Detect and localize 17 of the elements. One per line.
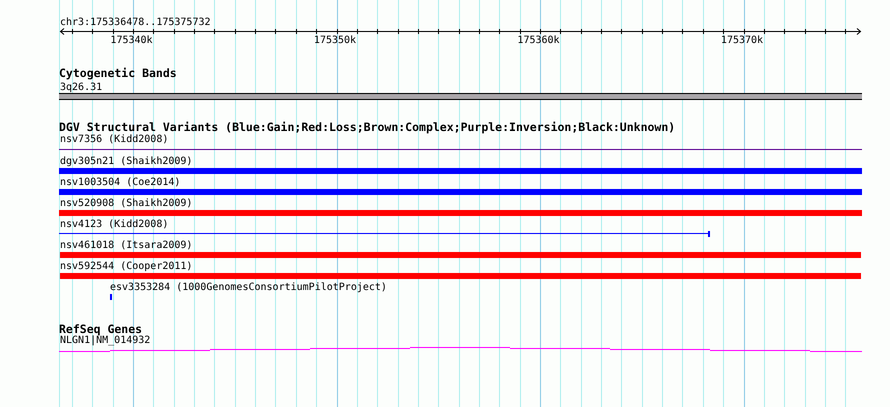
region-title: chr3:175336478..175375732 bbox=[60, 17, 211, 28]
structural-variant: esv3353284 (1000GenomesConsortiumPilotProject) bbox=[110, 282, 387, 300]
track-title: RefSeq Genes bbox=[59, 323, 142, 336]
structural-variant: nsv520908 (Shaikh2009) bbox=[59, 198, 862, 216]
track-title: DGV Structural Variants (Blue:Gain;Red:Loss;Brown:Complex;Purple:Inversion;Black:Unknown) bbox=[59, 121, 676, 134]
structural-variant: dgv305n21 (Shaikh2009) bbox=[59, 156, 862, 174]
structural-variant: nsv1003504 (Coe2014) bbox=[59, 177, 862, 195]
gene-model: NLGN1|NM_014932 bbox=[59, 335, 862, 352]
tick-label: 175340k bbox=[110, 35, 153, 46]
structural-variant: nsv461018 (Itsara2009) bbox=[59, 240, 862, 258]
tick-label: 175370k bbox=[720, 35, 764, 46]
tick-label: 175360k bbox=[517, 35, 560, 46]
tick-label: 175350k bbox=[314, 35, 356, 46]
structural-variant: nsv4123 (Kidd2008) bbox=[59, 219, 710, 237]
structural-variant: nsv7356 (Kidd2008) bbox=[59, 134, 862, 150]
chromosome-band: 3q26.31 bbox=[59, 82, 862, 100]
structural-variant: nsv592544 (Cooper2011) bbox=[59, 261, 862, 279]
